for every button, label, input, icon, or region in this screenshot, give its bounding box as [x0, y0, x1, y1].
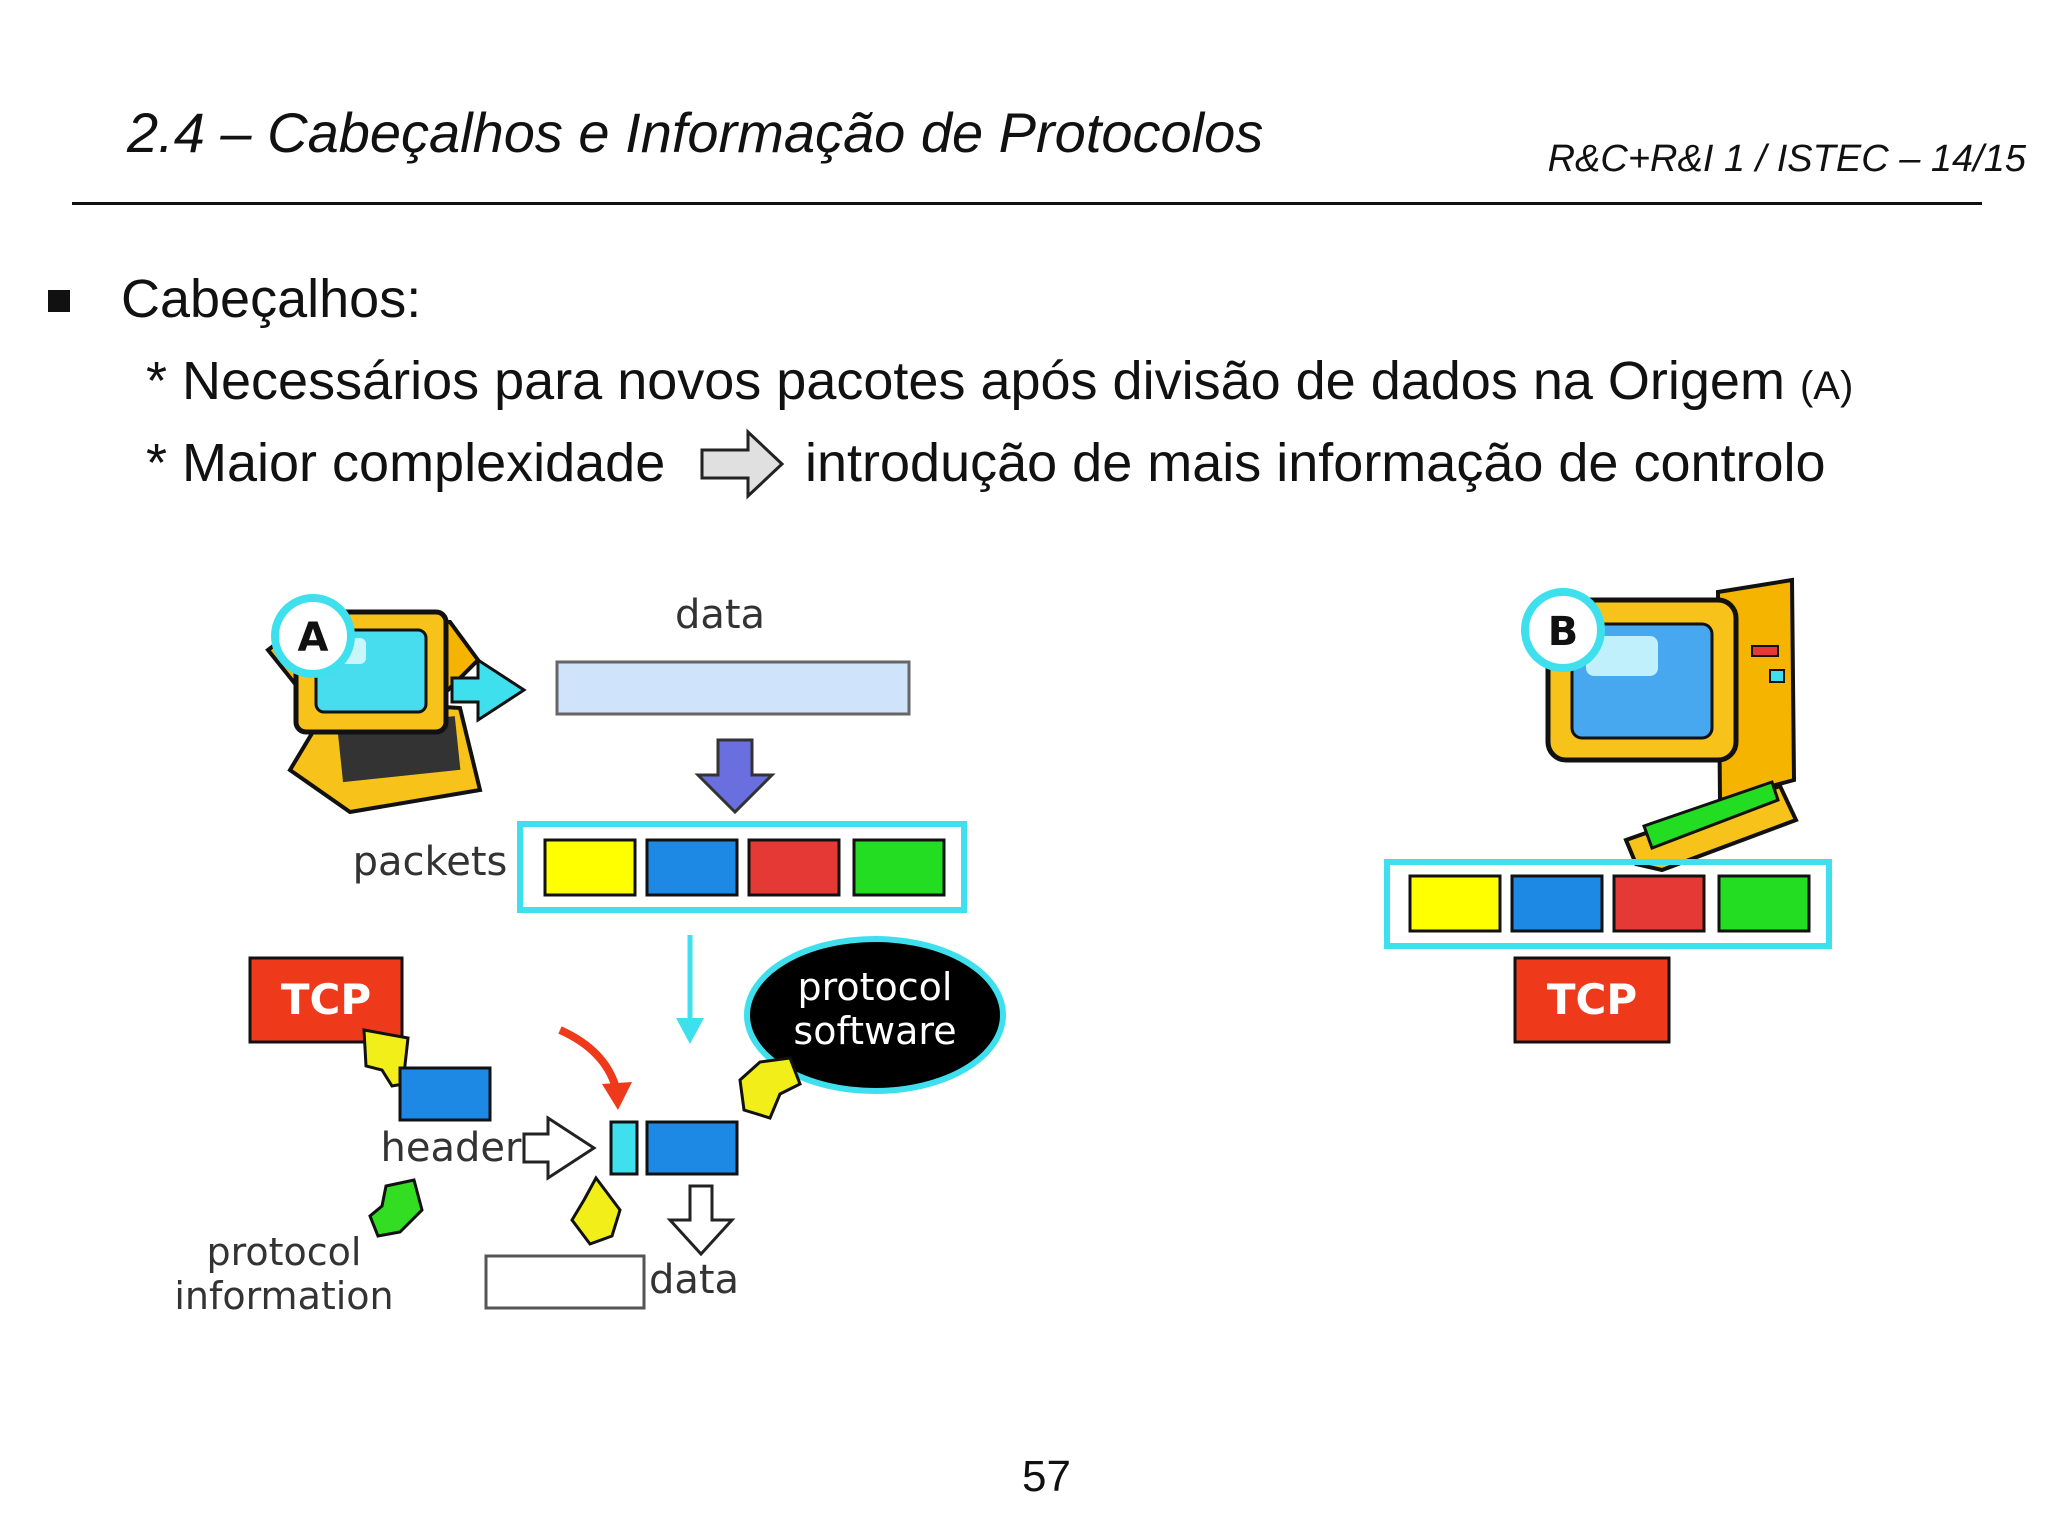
sub-bullet-1: * Necessários para novos pacotes após di… — [146, 350, 1853, 412]
protocol-info-line1: protocol — [206, 1230, 361, 1274]
header-label: header — [381, 1125, 522, 1171]
section-number: 2.4 — [127, 101, 205, 164]
packet-green — [852, 838, 946, 897]
packet-yellow-b — [1408, 874, 1502, 933]
data-down-arrow-icon — [666, 1184, 736, 1257]
computer-a-icon — [265, 609, 483, 815]
header-white-arrow-icon — [522, 1115, 597, 1181]
packet-red — [747, 838, 841, 897]
tcp-label-right: TCP — [1547, 975, 1637, 1024]
header-divider — [72, 202, 1982, 205]
header-down-arrow-icon — [570, 1175, 622, 1246]
header-block-blue — [398, 1066, 492, 1122]
tcp-box-left — [248, 956, 404, 1044]
packet-red-b — [1612, 874, 1706, 933]
bullet-square-icon — [48, 290, 70, 312]
sub-bullet-2-left: * Maior complexidade — [146, 433, 666, 493]
data-block — [555, 660, 911, 716]
packet-blue-b — [1510, 874, 1604, 933]
protocol-software-bubble — [744, 936, 1006, 1094]
protocol-software-line1: protocol — [797, 965, 952, 1009]
data-label-bottom: data — [649, 1257, 739, 1303]
software-arrow-icon — [738, 1056, 802, 1120]
bullet-heading: Cabeçalhos: — [121, 269, 422, 329]
down-arrow-head-icon — [676, 1018, 704, 1044]
send-arrow-icon — [450, 657, 527, 723]
packets-frame — [517, 821, 967, 913]
tcp-box-right — [1513, 956, 1671, 1044]
data-label-top: data — [675, 592, 765, 638]
course-tag: R&C+R&I 1 / ISTEC – 14/15 — [1547, 138, 2026, 180]
page-number: 57 — [1022, 1452, 1071, 1501]
protocol-software-line2: software — [793, 1009, 956, 1053]
host-b-label: B — [1548, 609, 1579, 655]
title-text: – Cabeçalhos e Informação de Protocolos — [204, 101, 1264, 164]
red-curved-arrow-icon — [558, 1026, 620, 1090]
packets-frame-b — [1384, 859, 1832, 949]
protocol-info-line2: information — [174, 1274, 393, 1318]
red-arrow-head-icon — [602, 1082, 632, 1110]
host-b-badge: B — [1521, 588, 1605, 672]
green-arrow-icon — [368, 1178, 424, 1238]
split-arrow-icon — [694, 738, 776, 815]
slide-title: 2.4 – Cabeçalhos e Informação de Protoco… — [127, 100, 1263, 165]
host-a-badge: A — [271, 594, 355, 678]
sub-bullet-1-note: (A) — [1799, 364, 1854, 408]
sub-bullet-2-right: introdução de mais informação de control… — [805, 433, 1826, 493]
packet-payload-blue — [645, 1120, 739, 1176]
packets-label: packets — [353, 839, 508, 885]
tcp-label-left: TCP — [281, 975, 371, 1024]
header-strip — [609, 1120, 639, 1176]
empty-data-block — [484, 1254, 646, 1310]
implies-arrow-icon — [700, 428, 785, 500]
packet-yellow — [543, 838, 637, 897]
sub-bullet-1-text: * Necessários para novos pacotes após di… — [146, 351, 1785, 411]
packet-green-b — [1717, 874, 1811, 933]
packet-blue — [645, 838, 739, 897]
host-a-label: A — [298, 615, 329, 661]
